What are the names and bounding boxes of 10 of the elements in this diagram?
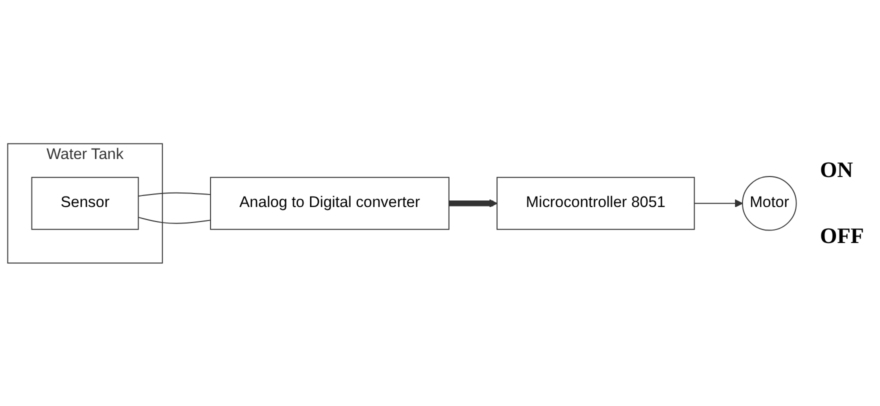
node-box: Sensor (31, 176, 139, 230)
node-circle: Motor (742, 176, 797, 230)
connector (138, 216, 212, 224)
arrow (694, 198, 743, 208)
connector (138, 192, 212, 196)
state-label: ON (820, 157, 854, 183)
node-box: Microcontroller 8051 (496, 176, 695, 230)
arrow (448, 198, 498, 208)
state-label: OFF (820, 223, 864, 249)
node-box: Analog to Digital converter (210, 176, 450, 230)
